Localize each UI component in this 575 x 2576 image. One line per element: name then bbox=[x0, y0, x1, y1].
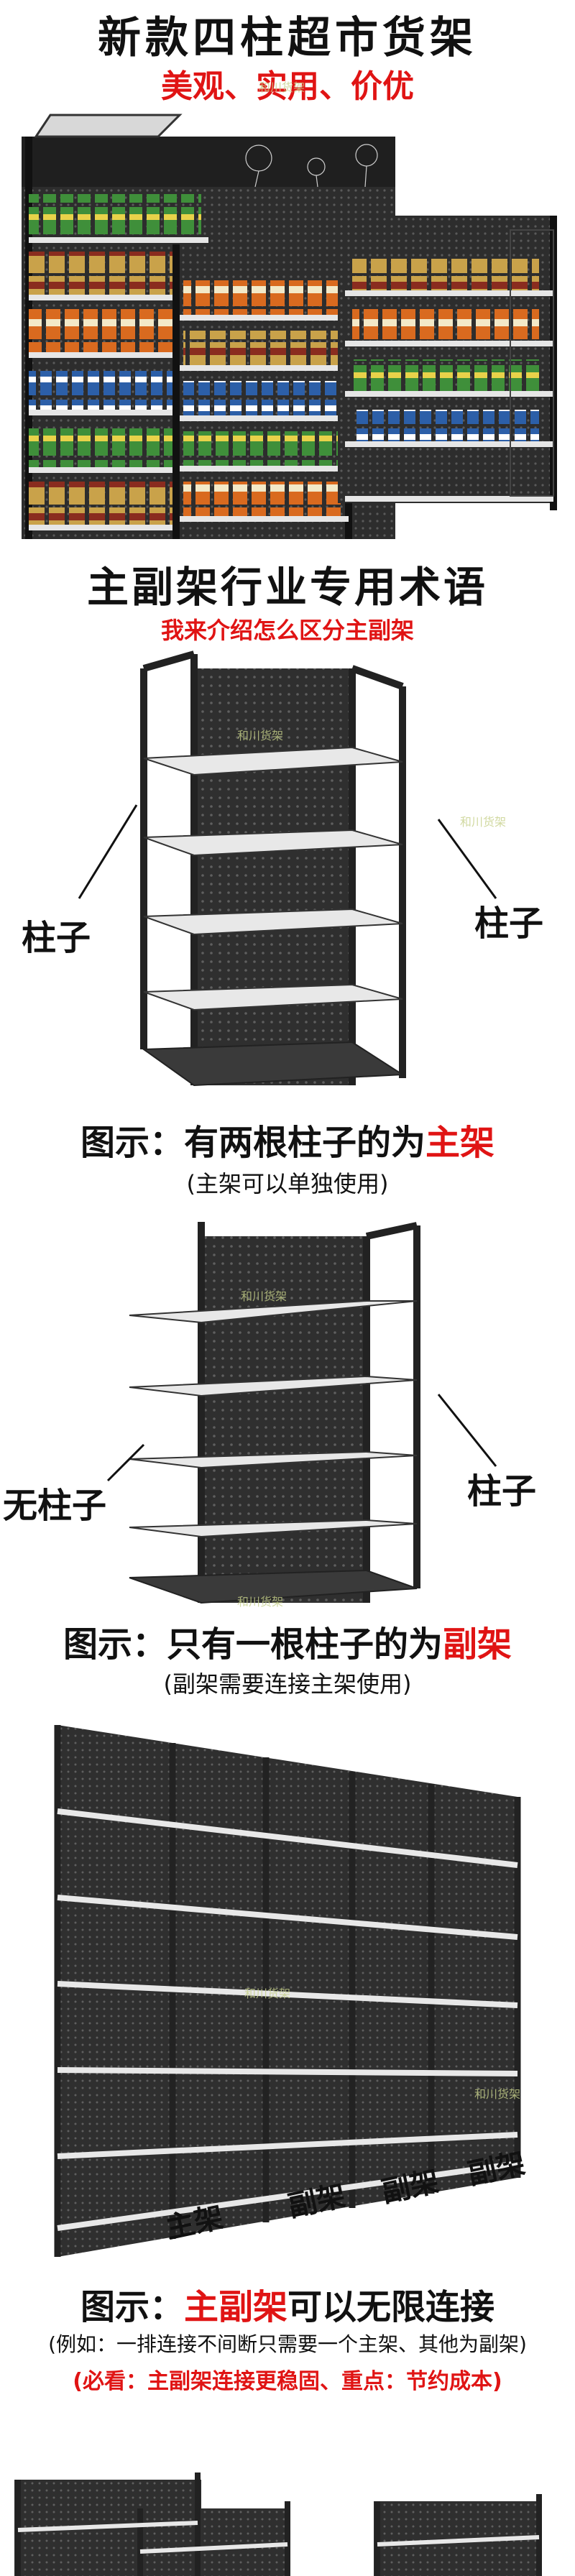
connect-note-red: (必看：主副架连接更稳固、重点：节约成本) bbox=[73, 2369, 502, 2394]
sub-rack-diagram bbox=[115, 1208, 460, 1610]
watermark: 和川货架 bbox=[237, 1595, 284, 1609]
terms-subtitle: 我来介绍怎么区分主副架 bbox=[160, 617, 414, 644]
sub-caption-highlight: 副架 bbox=[443, 1624, 512, 1665]
watermark: 和川货架 bbox=[241, 1289, 288, 1303]
connect-caption-prefix: 图示： bbox=[80, 2287, 184, 2327]
main-rack-diagram bbox=[129, 647, 446, 1107]
sub-left-no-pillar-label: 无柱子 bbox=[3, 1486, 107, 1526]
page-subtitle: 美观、实用、价优 bbox=[161, 68, 414, 105]
hero-shelves-photo bbox=[7, 108, 568, 546]
connect-caption: 图示：主副架可以无限连接 bbox=[0, 2278, 575, 2329]
watermark: 和川货架 bbox=[460, 815, 507, 829]
watermark: 和川货架 bbox=[244, 1987, 291, 2000]
sub-right-pillar-label: 柱子 bbox=[467, 1471, 537, 1512]
sub-rack-caption: 图示：只有一根柱子的为副架 bbox=[0, 1616, 575, 1666]
main-rack-note: (主架可以单独使用) bbox=[186, 1170, 389, 1197]
connect-caption-suffix: 可以无限连接 bbox=[288, 2287, 495, 2327]
main-right-pillar-label: 柱子 bbox=[474, 903, 544, 944]
main-caption-highlight: 主架 bbox=[426, 1123, 495, 1163]
main-rack-caption: 图示：有两根柱子的为主架 bbox=[0, 1114, 575, 1164]
connect-note: (例如：一排连接不间断只需要一个主架、其他为副架) bbox=[48, 2332, 527, 2356]
sub-rack-arrows bbox=[106, 1394, 497, 1482]
sub-caption-prefix: 图示：只有一根柱子的为 bbox=[63, 1624, 443, 1665]
bottom-rack-photo bbox=[0, 2408, 575, 2576]
main-left-pillar-label: 柱子 bbox=[22, 918, 91, 958]
sub-rack-note: (副架需要连接主架使用) bbox=[163, 1670, 412, 1698]
watermark: 和川货架 bbox=[474, 2087, 521, 2101]
connected-racks-diagram bbox=[43, 1711, 532, 2264]
watermark: 和川货架 bbox=[259, 80, 305, 94]
dandelion-decor bbox=[245, 144, 378, 188]
page-title: 新款四柱超市货架 bbox=[98, 13, 477, 63]
main-rack-arrows bbox=[78, 804, 497, 899]
main-caption-prefix: 图示：有两根柱子的为 bbox=[80, 1123, 426, 1163]
terms-title: 主副架行业专用术语 bbox=[86, 563, 488, 612]
connect-caption-highlight: 主副架 bbox=[183, 2287, 288, 2327]
watermark: 和川货架 bbox=[237, 729, 284, 742]
